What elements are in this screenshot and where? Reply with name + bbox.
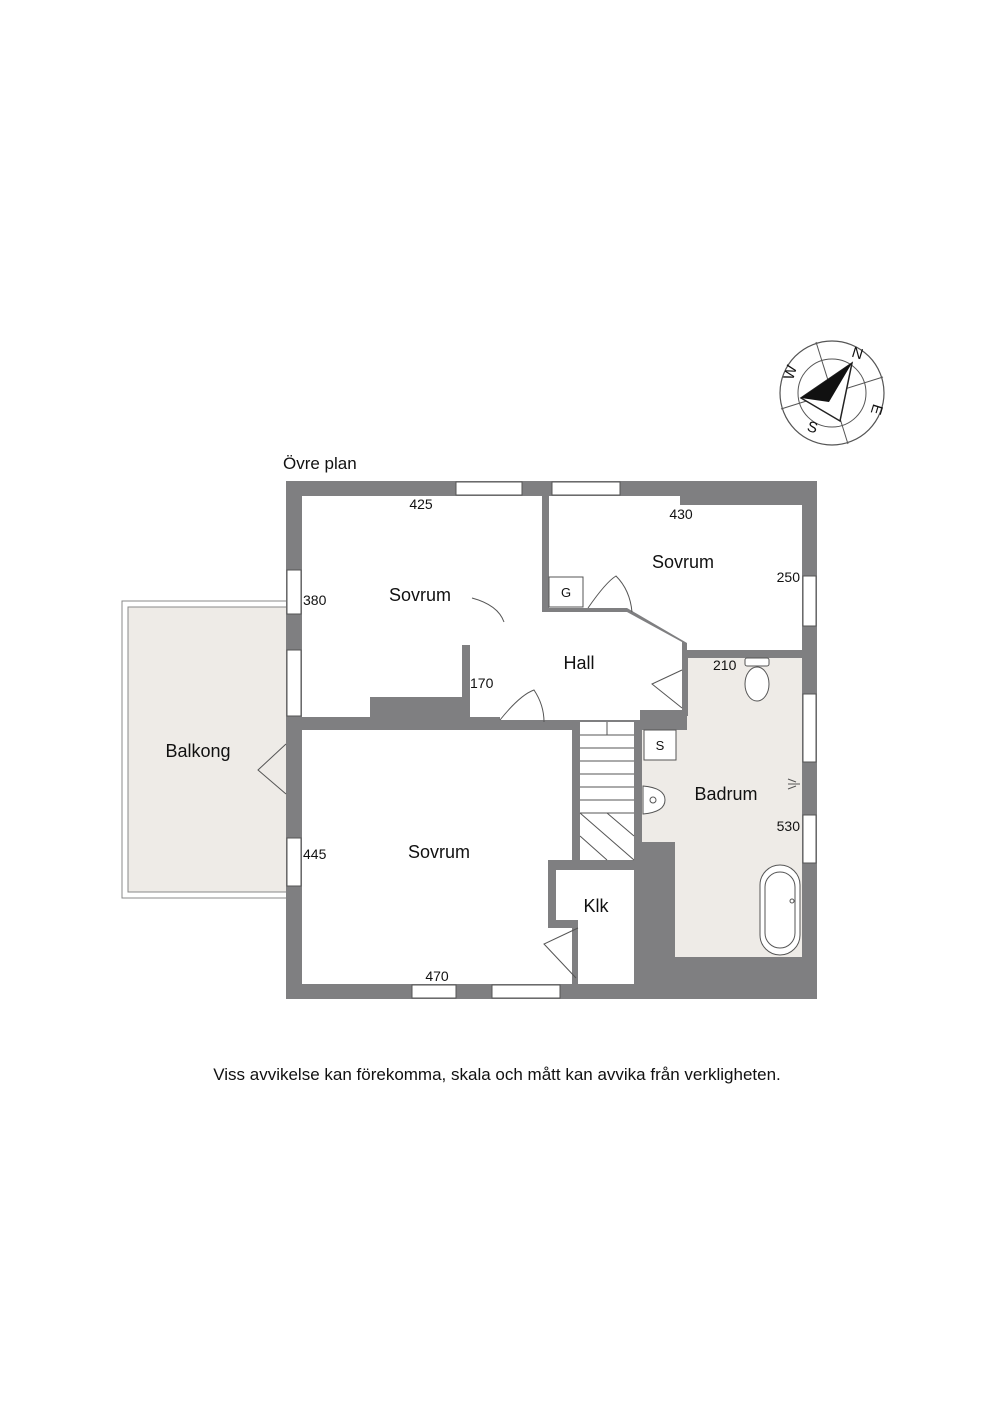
window-sovrum2-right — [802, 575, 817, 627]
compass-needle-icon — [801, 363, 852, 402]
stairs — [579, 722, 635, 861]
compass-west-label: W — [780, 363, 801, 382]
window-badrum-right-2 — [802, 814, 817, 864]
door-badrum-icon — [651, 669, 683, 709]
room-labels: Sovrum Sovrum Hall Badrum Balkong Sovrum… — [165, 552, 757, 916]
dim-sovrum3-depth: 445 — [303, 846, 327, 862]
windows — [286, 481, 817, 999]
room-label-badrum: Badrum — [694, 784, 757, 804]
door-sovrum2-icon — [587, 575, 633, 613]
toilet-icon — [744, 657, 770, 702]
window-sovrum2-top — [551, 481, 621, 496]
sink-icon — [642, 785, 666, 815]
wall-between-bedrooms — [542, 496, 549, 608]
room-label-hall: Hall — [563, 653, 594, 673]
wall-klk-top — [548, 860, 642, 870]
g-box — [548, 576, 584, 608]
room-label-balkong: Balkong — [165, 741, 230, 761]
dim-badrum-depth: 530 — [777, 818, 801, 834]
disclaimer-text: Viss avvikelse kan förekomma, skala och … — [213, 1065, 781, 1084]
wall-stair-left — [572, 722, 580, 870]
inner-walls — [302, 496, 688, 984]
compass-east-label: E — [867, 402, 886, 417]
room-label-sovrum-3: Sovrum — [408, 842, 470, 862]
door-sovrum3-icon — [499, 689, 545, 723]
balcony-floor — [127, 606, 291, 893]
door-sovrum1-icon — [471, 597, 505, 623]
doors — [257, 575, 683, 979]
compass-south-label: S — [805, 418, 820, 437]
window-sovrum3-bottom — [411, 984, 457, 999]
room-label-sovrum-2: Sovrum — [652, 552, 714, 572]
s-box — [643, 729, 677, 761]
dimension-labels: 425 380 430 250 170 210 530 470 445 — [303, 496, 800, 984]
fixtures: G S — [548, 576, 801, 956]
window-sovrum3-bottom-2 — [491, 984, 561, 999]
hall-floor — [470, 612, 682, 720]
window-sovrum1-left — [286, 569, 302, 615]
bathtub-icon — [759, 864, 801, 956]
dim-sovrum3-width: 470 — [425, 968, 449, 984]
dim-sovrum1-width: 425 — [409, 496, 433, 512]
room-label-klk: Klk — [583, 896, 609, 916]
sovrum-2-floor — [549, 496, 802, 650]
dim-hall-depth: 170 — [470, 675, 494, 691]
window-sovrum1-left-2 — [286, 649, 302, 717]
room-label-sovrum-1: Sovrum — [389, 585, 451, 605]
dim-sovrum2-depth: 250 — [777, 569, 801, 585]
compass-north-label: N — [850, 344, 865, 363]
dim-badrum-width: 210 — [713, 657, 737, 673]
wall-stair-right — [634, 722, 642, 870]
dim-sovrum2-width: 430 — [669, 506, 693, 522]
door-klk-icon — [543, 927, 579, 979]
compass: N E S W — [779, 340, 886, 446]
door-balcony-icon — [257, 743, 287, 795]
wall-badrum-left — [682, 650, 688, 716]
sovrum-3-floor — [302, 730, 572, 984]
window-badrum-right — [802, 693, 817, 763]
wall-badrum-block — [642, 842, 675, 984]
wall-hall-left — [462, 645, 470, 721]
plan-title: Övre plan — [283, 454, 357, 473]
window-sovrum1-top — [455, 481, 523, 496]
window-sovrum3-left — [286, 837, 302, 887]
shower-icon — [787, 778, 800, 790]
dim-sovrum1-depth: 380 — [303, 592, 327, 608]
wall-block-sovrum1 — [370, 697, 466, 721]
stairwell-floor — [580, 722, 634, 860]
compass-inner-ring — [797, 358, 867, 428]
s-label: S — [656, 738, 665, 753]
balcony — [121, 600, 291, 899]
g-label: G — [561, 585, 571, 600]
klk-floor — [556, 870, 634, 984]
